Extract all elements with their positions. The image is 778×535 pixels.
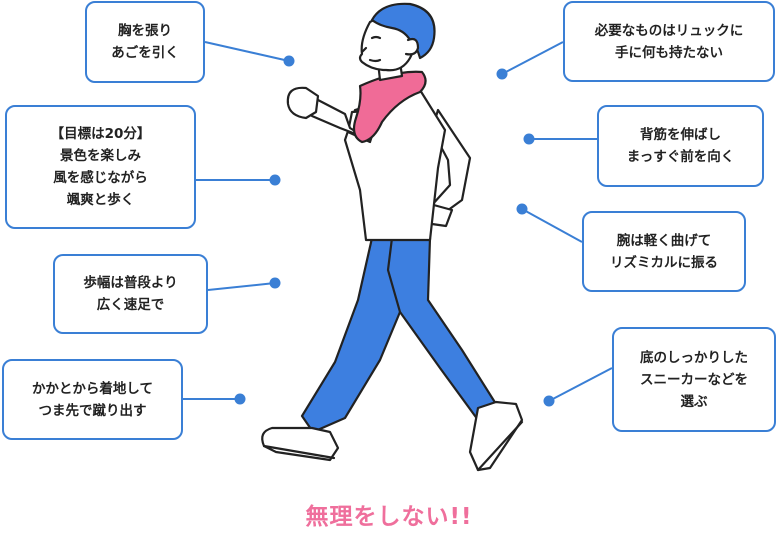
callout-time-goal: 【目標は20分】 景色を楽しみ 風を感じながら 颯爽と歩く bbox=[5, 105, 196, 229]
callout-back-line-2: まっすぐ前を向く bbox=[626, 149, 735, 165]
connector-dot-arms bbox=[516, 203, 528, 215]
connector-dot-hands bbox=[496, 68, 508, 80]
callout-heel-strike: かかとから着地して つま先で蹴り出す bbox=[2, 359, 183, 440]
connector-dot-heel bbox=[234, 393, 246, 405]
callout-shoes-line-2: スニーカーなどを bbox=[640, 371, 748, 388]
callout-arms-line-2: リズミカルに振る bbox=[610, 254, 718, 271]
connector-dot-back bbox=[523, 133, 535, 145]
callout-back-straight: 背筋を伸ばし まっすぐ前を向く bbox=[597, 105, 764, 187]
towel bbox=[352, 70, 427, 144]
callout-arms-line-1: 腕は軽く曲げて bbox=[616, 232, 712, 249]
front-hand bbox=[286, 86, 320, 120]
connector-dot-stride bbox=[269, 277, 281, 289]
callout-stride-line-1: 歩幅は普段より bbox=[83, 275, 178, 291]
callout-hands-free: 必要なものはリュックに 手に何も持たない bbox=[563, 1, 775, 82]
connector-stride bbox=[207, 282, 276, 291]
callout-stride-line-2: 広く速足で bbox=[96, 297, 165, 313]
connector-hands bbox=[501, 41, 564, 75]
connector-dot-shoes bbox=[543, 395, 555, 407]
connector-shoes bbox=[548, 367, 613, 402]
callout-stride: 歩幅は普段より 広く速足で bbox=[53, 254, 208, 334]
callout-time-line-4: 颯爽と歩く bbox=[66, 192, 135, 208]
callout-heel-line-2: つま先で蹴り出す bbox=[38, 402, 147, 419]
front-shoe bbox=[468, 400, 524, 472]
connector-dot-chest bbox=[283, 55, 295, 67]
callout-back-line-1: 背筋を伸ばし bbox=[640, 127, 721, 143]
callout-shoes-line-1: 底のしっかりした bbox=[640, 349, 748, 366]
callout-hands-line-2: 手に何も持たない bbox=[615, 44, 723, 61]
callout-chest-line-2: あごを引く bbox=[111, 45, 179, 61]
callout-shoes-line-3: 選ぶ bbox=[680, 393, 708, 410]
callout-chest-line-1: 胸を張り bbox=[118, 23, 172, 39]
connector-dot-time bbox=[269, 174, 281, 186]
front-leg bbox=[386, 236, 498, 422]
callout-chest-posture: 胸を張り あごを引く bbox=[85, 1, 205, 83]
hair bbox=[370, 2, 436, 60]
callout-time-line-1: 【目標は20分】 bbox=[50, 126, 151, 142]
footer-note: 無理をしない!! bbox=[305, 504, 473, 530]
callout-hands-line-1: 必要なものはリュックに bbox=[594, 22, 744, 39]
back-shoe bbox=[261, 426, 340, 462]
connector-arms bbox=[521, 208, 583, 243]
callout-time-line-2: 景色を楽しみ bbox=[59, 148, 141, 164]
callout-heel-line-1: かかとから着地して bbox=[31, 380, 154, 397]
callout-shoes: 底のしっかりした スニーカーなどを 選ぶ bbox=[612, 327, 776, 432]
callout-arm-swing: 腕は軽く曲げて リズミカルに振る bbox=[582, 211, 746, 292]
connector-chest bbox=[204, 41, 290, 62]
callout-time-line-3: 風を感じながら bbox=[53, 170, 148, 186]
